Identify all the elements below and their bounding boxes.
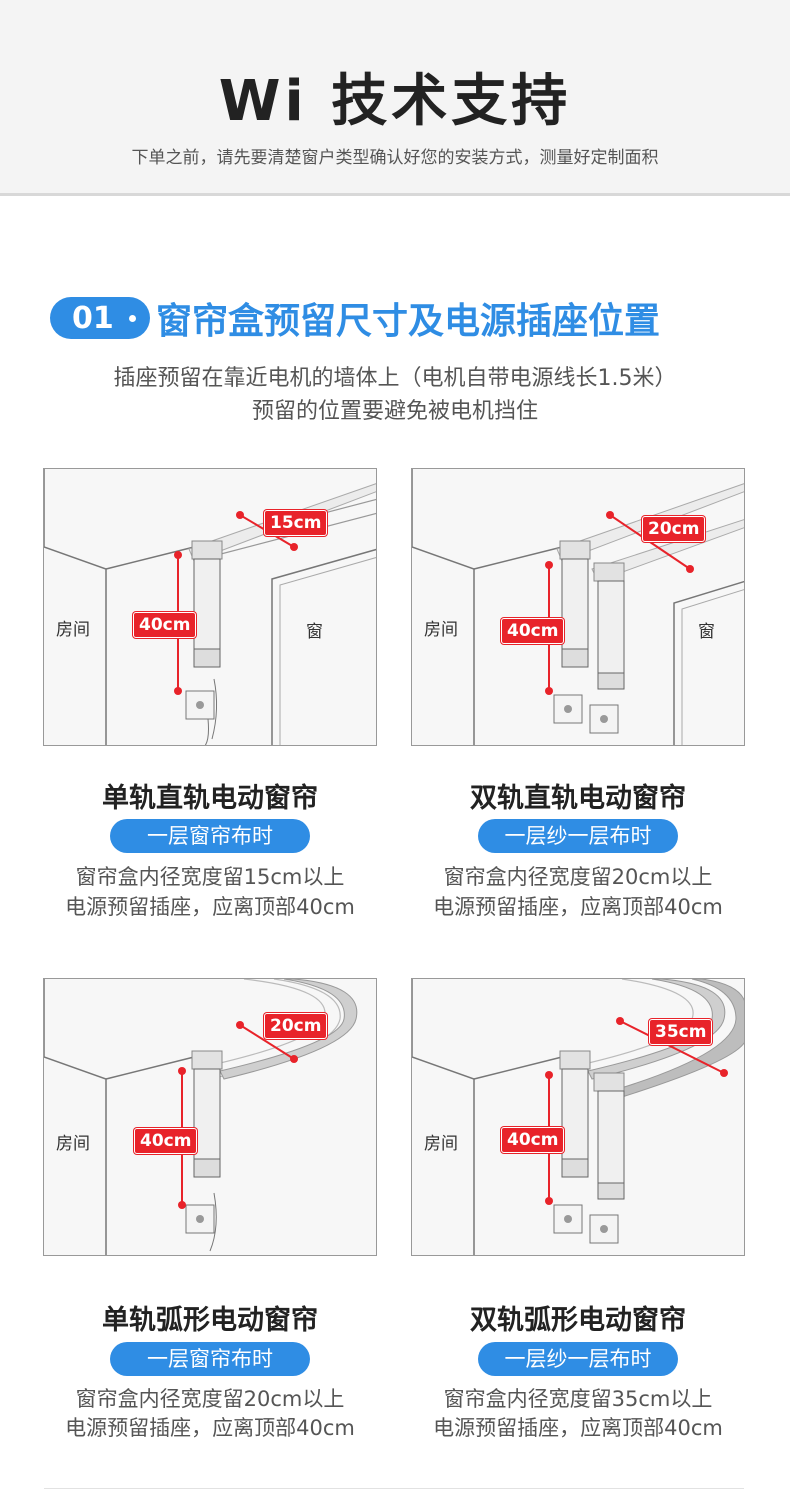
section-desc-line2: 预留的位置要避免被电机挡住 xyxy=(251,399,538,424)
page-title: Wi 技术支持 xyxy=(218,69,572,134)
section-number: 01 xyxy=(72,300,114,336)
diagram-double-curved: 房间 40cm 35cm xyxy=(411,978,745,1256)
height-tag: 40cm xyxy=(133,612,197,638)
section-heading: 01 窗帘盒预留尺寸及电源插座位置 xyxy=(50,293,660,343)
diagram-illustration xyxy=(412,469,744,745)
card-desc-line2: 电源预留插座，应离顶部40cm xyxy=(433,1416,723,1440)
room-label: 房间 xyxy=(56,620,90,640)
diagram-illustration xyxy=(44,979,358,1255)
card-desc-line2: 电源预留插座，应离顶部40cm xyxy=(65,895,355,919)
card-desc-line2: 电源预留插座，应离顶部40cm xyxy=(433,895,723,919)
diagram-illustration xyxy=(412,979,744,1255)
room-label: 房间 xyxy=(424,1134,458,1154)
room-label: 房间 xyxy=(424,620,458,640)
window-label: 窗 xyxy=(698,622,715,642)
dot-icon xyxy=(129,315,136,322)
card-title: 双轨弧形电动窗帘 xyxy=(470,1305,686,1336)
diagram-double-straight: 房间 窗 40cm 20cm xyxy=(411,468,745,746)
card-title: 双轨直轨电动窗帘 xyxy=(470,783,686,814)
card-title: 单轨弧形电动窗帘 xyxy=(102,1305,318,1336)
height-tag: 40cm xyxy=(134,1128,198,1154)
section-title: 窗帘盒预留尺寸及电源插座位置 xyxy=(156,301,661,342)
window-label: 窗 xyxy=(306,622,323,642)
card-desc-line2: 电源预留插座，应离顶部40cm xyxy=(65,1416,355,1440)
card-pill: 一层纱一层布时 xyxy=(478,1342,678,1376)
card-title: 单轨直轨电动窗帘 xyxy=(102,783,318,814)
card-pill: 一层窗帘布时 xyxy=(110,1342,310,1376)
width-tag: 20cm xyxy=(642,516,706,542)
header-banner: Wi 技术支持 下单之前，请先要清楚窗户类型确认好您的安装方式，测量好定制面积 xyxy=(0,0,790,196)
width-tag: 35cm xyxy=(649,1019,713,1045)
diagram-illustration xyxy=(44,469,376,745)
card-pill: 一层纱一层布时 xyxy=(478,819,678,853)
diagram-single-curved: 房间 40cm 20cm xyxy=(43,978,377,1256)
width-tag: 15cm xyxy=(264,510,328,536)
divider xyxy=(44,1488,744,1489)
page-subtitle: 下单之前，请先要清楚窗户类型确认好您的安装方式，测量好定制面积 xyxy=(131,148,659,168)
card-desc-line1: 窗帘盒内径宽度留20cm以上 xyxy=(443,865,713,889)
section-number-badge: 01 xyxy=(50,297,150,339)
card-desc-line1: 窗帘盒内径宽度留35cm以上 xyxy=(443,1387,713,1411)
card-pill: 一层窗帘布时 xyxy=(110,819,310,853)
height-tag: 40cm xyxy=(501,1127,565,1153)
width-tag: 20cm xyxy=(264,1013,328,1039)
card-desc-line1: 窗帘盒内径宽度留15cm以上 xyxy=(75,865,345,889)
room-label: 房间 xyxy=(56,1134,90,1154)
height-tag: 40cm xyxy=(501,618,565,644)
diagram-single-straight: 房间 窗 40cm 15cm xyxy=(43,468,377,746)
section-desc-line1: 插座预留在靠近电机的墙体上（电机自带电源线长1.5米） xyxy=(113,366,677,391)
card-desc-line1: 窗帘盒内径宽度留20cm以上 xyxy=(75,1387,345,1411)
